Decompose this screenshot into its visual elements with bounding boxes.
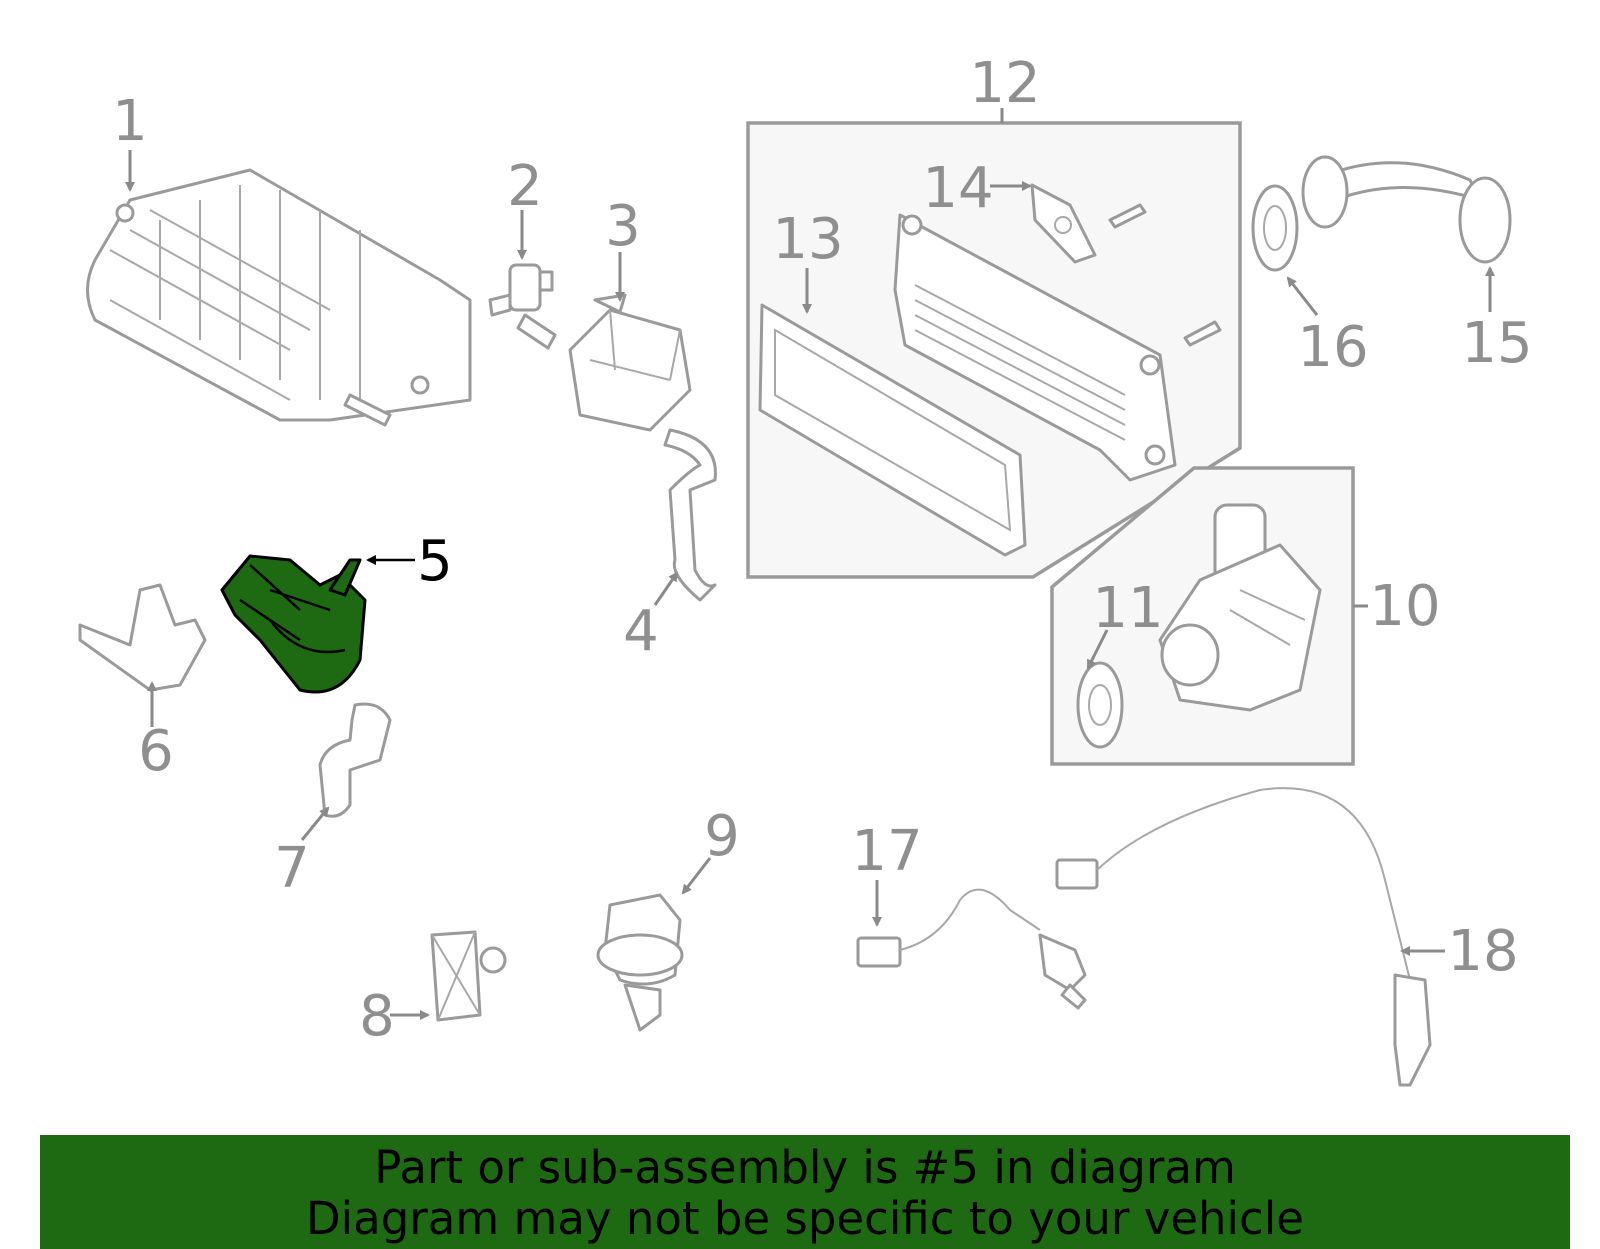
- callout-13: 13: [772, 207, 843, 272]
- part-12-egr-cooler: [893, 213, 1177, 482]
- callout-1: 1: [112, 89, 148, 154]
- part-11-gasket: [1076, 661, 1124, 749]
- callout-3: 3: [605, 194, 641, 259]
- callout-18: 18: [1447, 919, 1518, 984]
- leader-4: [653, 571, 679, 606]
- pin-1: [1108, 203, 1147, 229]
- callout-4: 4: [623, 599, 659, 664]
- banner-line-1: Part or sub-assembly is #5 in diagram: [374, 1141, 1236, 1194]
- callout-11: 11: [1092, 576, 1163, 641]
- part-9-valve: [596, 893, 684, 1032]
- part-5-highlighted: [220, 554, 367, 694]
- callout-15: 15: [1461, 311, 1532, 376]
- callout-5: 5: [417, 529, 453, 594]
- callout-16: 16: [1297, 315, 1368, 380]
- callout-7: 7: [274, 836, 310, 901]
- part-1-canister: [86, 168, 472, 427]
- callout-14: 14: [922, 156, 993, 221]
- leader-16: [1286, 276, 1319, 316]
- part-7-hose: [318, 702, 392, 818]
- part-14-gasket: [1030, 183, 1097, 264]
- callout-2: 2: [507, 154, 543, 219]
- leader-11: [1086, 629, 1109, 670]
- part-8-bracket: [430, 930, 507, 1022]
- callout-12: 12: [969, 51, 1040, 116]
- banner-line-2: Diagram may not be specific to your vehi…: [306, 1192, 1304, 1245]
- part-16-gasket: [1251, 184, 1299, 272]
- callout-10: 10: [1369, 574, 1440, 639]
- part-13-gasket: [758, 303, 1027, 557]
- leader-7: [300, 806, 330, 841]
- part-3-module: [568, 293, 692, 432]
- part-2-valve: [488, 263, 557, 350]
- part-4-hose: [663, 428, 717, 602]
- pin-2: [1183, 320, 1222, 347]
- callout-6: 6: [138, 719, 174, 784]
- part-17-sensor: [856, 888, 1087, 1010]
- callout-17: 17: [851, 819, 922, 884]
- callout-9: 9: [704, 804, 740, 869]
- part-15-pipe: [1301, 155, 1512, 264]
- part-18-sensor: [1055, 787, 1432, 1087]
- part-10-egr-valve: [1158, 503, 1322, 712]
- part-6-bracket: [78, 583, 207, 692]
- info-banner: Part or sub-assembly is #5 in diagram Di…: [40, 1135, 1570, 1249]
- callout-8: 8: [359, 984, 395, 1049]
- leader-9: [681, 857, 712, 895]
